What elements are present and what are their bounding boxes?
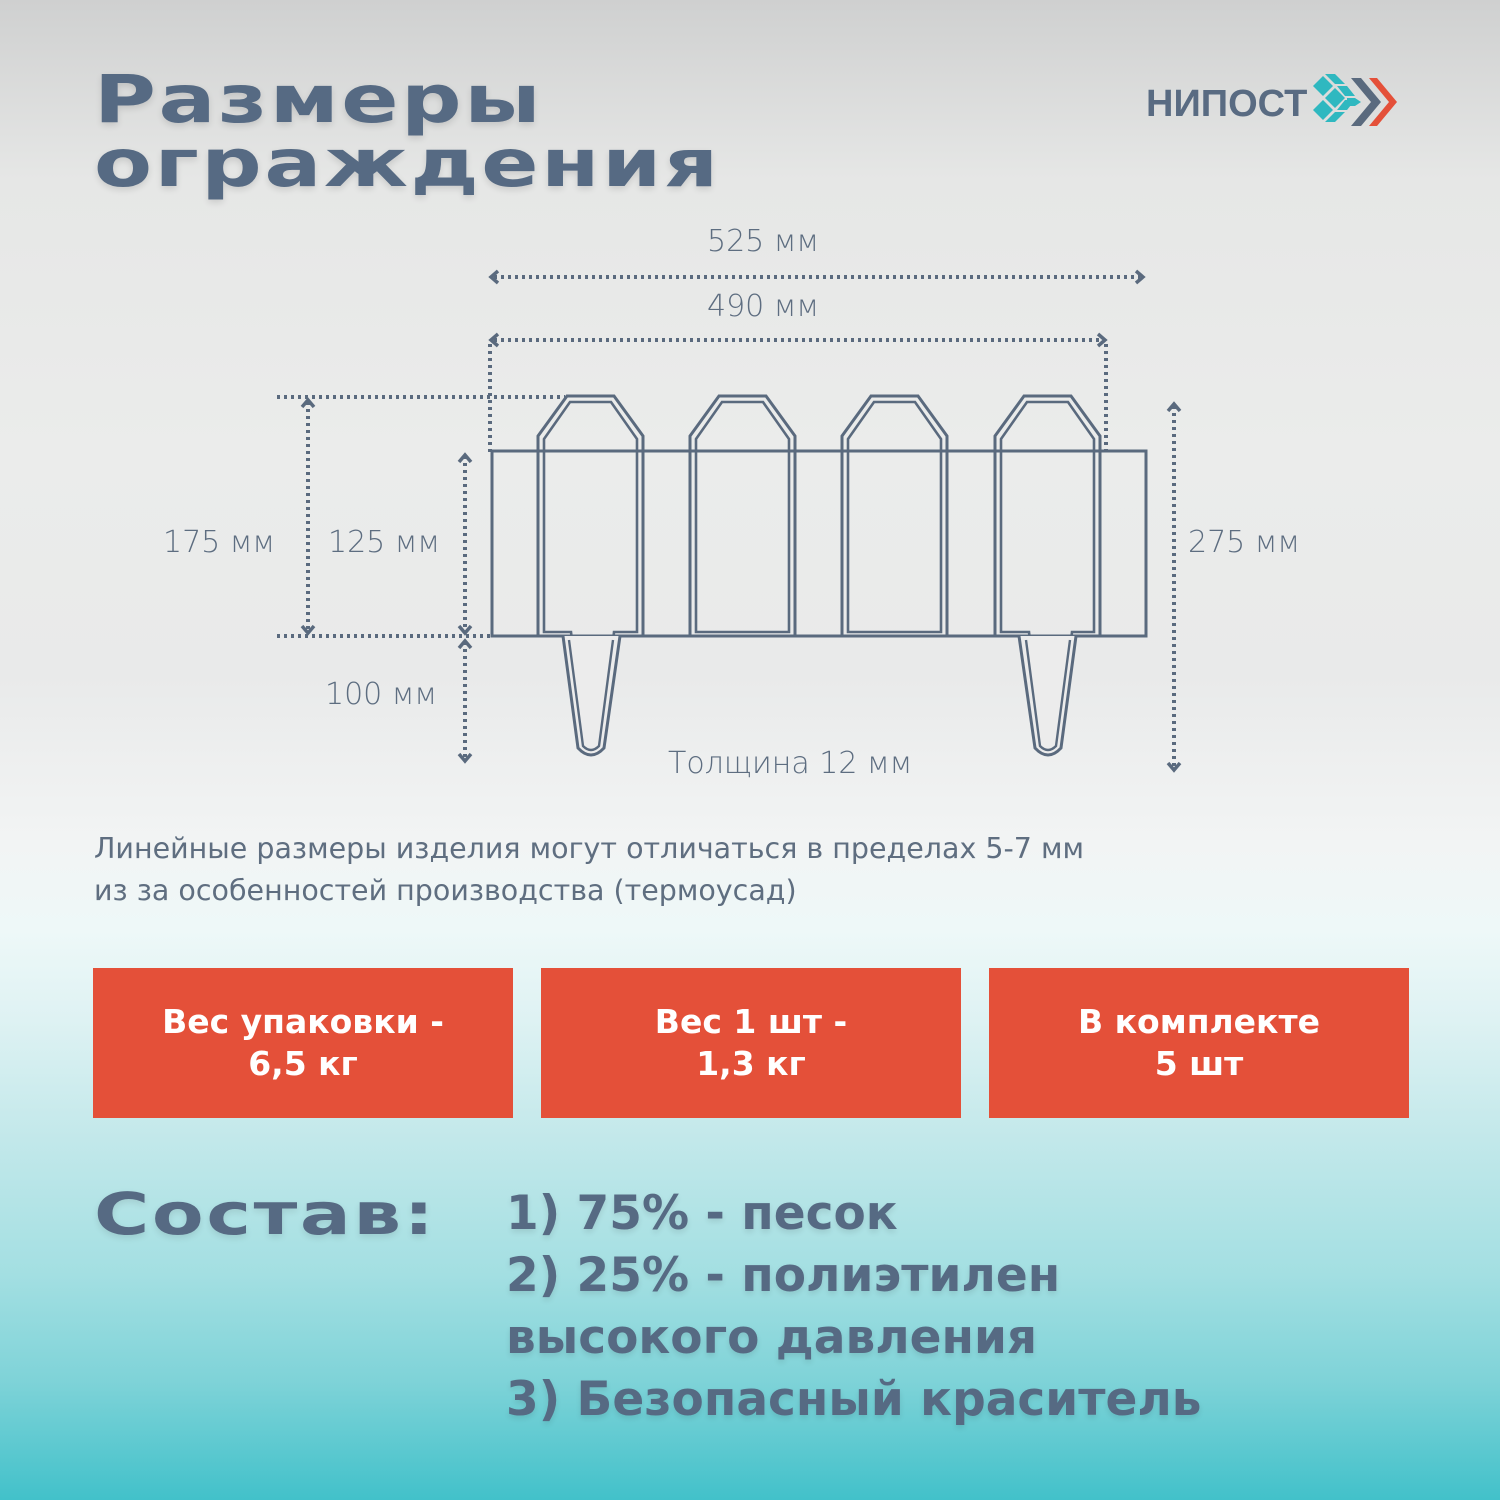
package-weight-card: Вес упаковки - 6,5 кг: [93, 968, 513, 1118]
card-label: В комплекте: [1078, 1002, 1320, 1041]
card-label: Вес упаковки -: [162, 1002, 444, 1041]
fence-dimension-drawing: [277, 269, 1182, 773]
width-total-label: 525 мм: [707, 224, 820, 259]
width-inner-label: 490 мм: [707, 289, 820, 324]
width-inner-dimension-line: [488, 338, 1108, 452]
chevron-bricks-logo-icon: [1311, 74, 1398, 134]
composition-title: Состав:: [94, 1180, 437, 1248]
set-quantity-card: В комплекте 5 шт: [989, 968, 1409, 1118]
card-value: 1,3 кг: [696, 1044, 806, 1083]
brand-logo: НИПОСТ: [1146, 74, 1398, 134]
card-label: Вес 1 шт -: [654, 1002, 848, 1041]
page-title: Размеры ограждения: [94, 61, 721, 202]
page-title-line-1: Размеры: [94, 61, 544, 138]
fence-outline: [490, 394, 1148, 638]
tolerance-note-line-1: Линейные размеры изделия могут отличатьс…: [94, 832, 1084, 865]
spec-cards: Вес упаковки - 6,5 кг Вес 1 шт - 1,3 кг …: [93, 968, 1409, 1118]
panel-height-label: 125 мм: [328, 525, 441, 560]
composition-list: 1) 75% - песок 2) 25% - полиэтилен высок…: [506, 1183, 1201, 1431]
picket-height-label: 175 мм: [163, 525, 276, 560]
card-value: 5 шт: [1154, 1044, 1244, 1083]
total-height-label: 275 мм: [1188, 525, 1301, 560]
tolerance-note-line-2: из за особенностей производства (термоус…: [94, 874, 797, 907]
composition-item: 1) 75% - песок: [506, 1186, 898, 1241]
card-value: 6,5 кг: [248, 1044, 358, 1083]
composition-item: 2) 25% - полиэтилен: [506, 1248, 1061, 1303]
unit-weight-card: Вес 1 шт - 1,3 кг: [541, 968, 961, 1118]
tolerance-note: Линейные размеры изделия могут отличатьс…: [94, 828, 1084, 912]
composition-item: высокого давления: [506, 1310, 1038, 1365]
page-title-line-2: ограждения: [94, 125, 721, 202]
thickness-label: Толщина 12 мм: [668, 746, 913, 781]
logo-text: НИПОСТ: [1146, 82, 1308, 125]
spike-height-label: 100 мм: [325, 677, 438, 712]
composition-item: 3) Безопасный краситель: [506, 1372, 1202, 1427]
